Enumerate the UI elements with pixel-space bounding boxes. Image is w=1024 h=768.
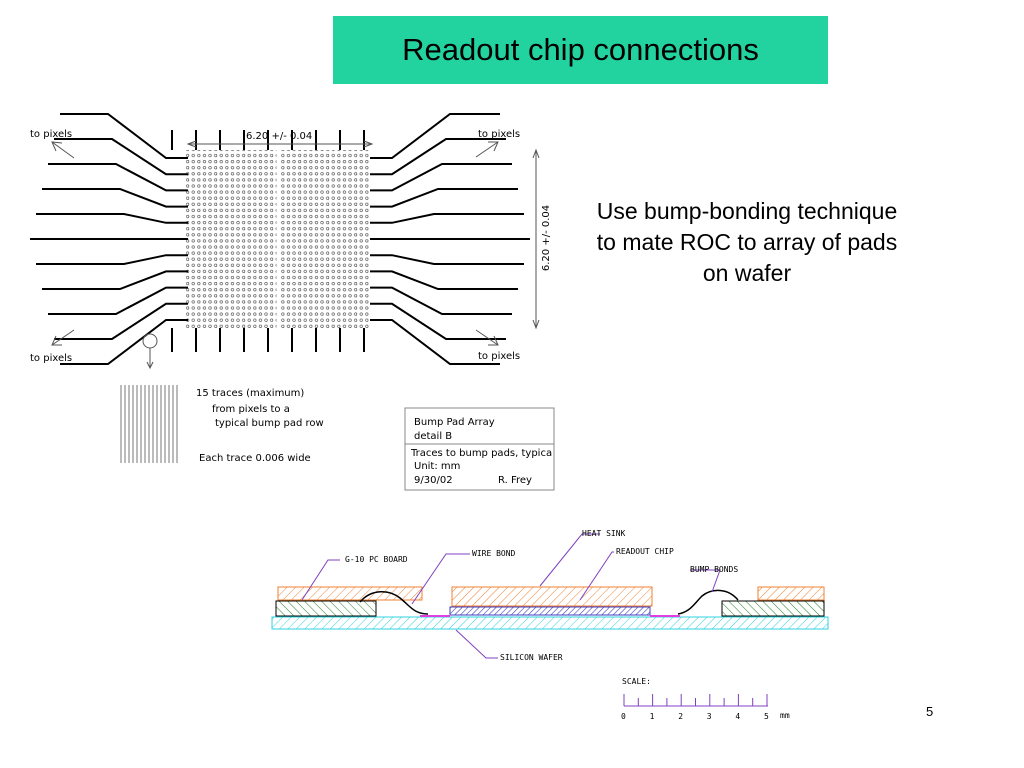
fan-trace [48, 163, 188, 192]
title-block-line-2: detail B [414, 431, 452, 442]
page-title: Readout chip connections [402, 32, 759, 67]
fan-trace [54, 138, 188, 176]
fan-trace [60, 113, 188, 159]
fan-trace [36, 213, 188, 224]
fan-trace [36, 254, 188, 265]
scale-number: 5 [764, 712, 769, 721]
to-pixels-label-bl: to pixels [30, 353, 72, 364]
fan-trace [60, 319, 188, 365]
silicon-wafer-layer [271, 616, 829, 630]
label-wire-bond: WIRE BOND [472, 549, 516, 558]
title-block-date: 9/30/02 [414, 475, 453, 486]
cross-section-drawing: HEAT SINK READOUT CHIP G-10 PC BOARD WIR… [271, 529, 829, 662]
trace-lines [120, 385, 178, 463]
to-pixels-label-tr: to pixels [478, 129, 520, 140]
traces-note-2: from pixels to a [212, 404, 290, 415]
fan-trace [48, 286, 188, 315]
fan-trace [370, 270, 518, 290]
scale-ticks [623, 694, 768, 706]
scale-label: SCALE: [622, 677, 651, 686]
fan-out-traces [30, 113, 530, 365]
to-pixels-label-br: to pixels [478, 351, 520, 362]
dim-horizontal-label: 6.20 +/- 0.04 [246, 131, 312, 142]
scale-numbers: 0 1 2 3 4 5 [621, 712, 769, 721]
g10-board-left [275, 600, 377, 617]
fan-trace [370, 286, 512, 315]
traces-note-4: Each trace 0.006 wide [199, 453, 311, 464]
fan-trace [42, 270, 188, 290]
fan-trace [370, 319, 500, 365]
fan-trace [370, 213, 524, 224]
readout-chip-layer [449, 606, 651, 616]
bump-pad-array-drawing: 6.20 +/- 0.04 6.20 +/- 0.04 to pixels to… [30, 113, 552, 370]
traces-detail: 15 traces (maximum) from pixels to a typ… [120, 385, 324, 464]
heat-sink-center [451, 586, 653, 607]
page-number: 5 [926, 704, 934, 719]
title-block-line-1: Bump Pad Array [414, 417, 495, 428]
fan-trace [42, 188, 188, 208]
scale-number: 4 [735, 712, 740, 721]
fan-trace [370, 138, 506, 176]
wire-bond-left [359, 591, 429, 615]
title-block-line-3: Traces to bump pads, typica [410, 448, 552, 459]
title-block-unit: Unit: mm [414, 461, 460, 472]
heat-sink-left [277, 586, 423, 601]
label-heat-sink: HEAT SINK [582, 529, 626, 538]
traces-note-1: 15 traces (maximum) [196, 388, 304, 399]
wire-bond-right [677, 589, 739, 615]
scale-number: 0 [621, 712, 626, 721]
traces-note-3: typical bump pad row [215, 418, 324, 429]
label-readout-chip: READOUT CHIP [616, 547, 674, 556]
fan-trace [370, 113, 500, 159]
label-silicon-wafer: SILICON WAFER [500, 653, 563, 662]
fan-trace [370, 302, 506, 340]
fan-trace [370, 188, 518, 208]
scale-number: 3 [707, 712, 712, 721]
title-block-author: R. Frey [498, 475, 532, 486]
scale-unit: mm [780, 711, 790, 720]
label-g10-board: G-10 PC BOARD [345, 555, 408, 564]
scale-number: 2 [678, 712, 683, 721]
fan-trace [54, 302, 188, 340]
fan-trace [370, 163, 512, 192]
dim-vertical-label: 6.20 +/- 0.04 [541, 205, 552, 271]
description-text: Use bump-bonding technique to mate ROC t… [596, 198, 898, 286]
label-bump-bonds: BUMP BONDS [690, 565, 738, 574]
scale-number: 1 [650, 712, 655, 721]
fan-trace [370, 254, 524, 265]
to-pixels-label-tl: to pixels [30, 129, 72, 140]
scale-bar: SCALE: 0 1 2 3 4 5 mm [621, 677, 790, 721]
heat-sink-right [757, 586, 825, 601]
g10-board-right [721, 600, 825, 617]
title-banner: Readout chip connections [333, 16, 828, 84]
drawing-title-block: Bump Pad Array detail B Traces to bump p… [404, 407, 555, 491]
